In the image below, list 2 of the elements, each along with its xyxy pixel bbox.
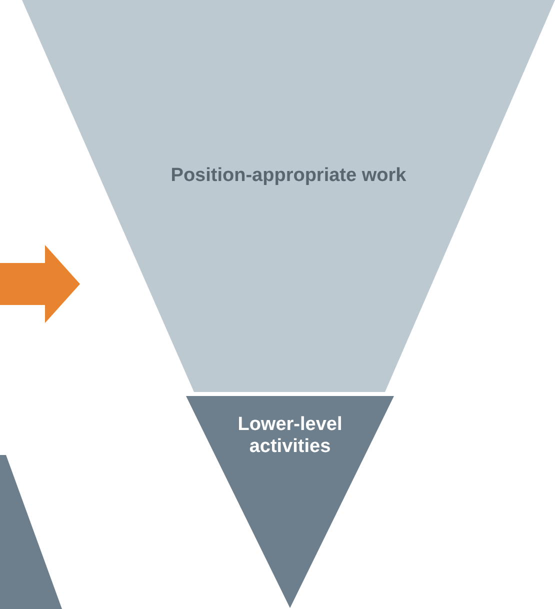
band-label: Position-appropriate work (170, 165, 408, 187)
triangle-label: Lower-level activities (236, 414, 344, 458)
